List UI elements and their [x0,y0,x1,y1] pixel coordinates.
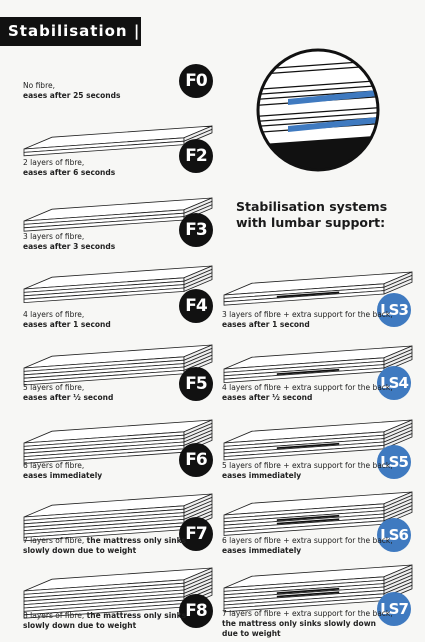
mattress-stack [223,271,413,306]
caption-f3: 3 layers of fibre,eases after 3 seconds [23,232,116,251]
caption-ls5: 5 layers of fibre + extra support for th… [222,461,393,480]
mattress-stack [223,419,413,461]
mattress-f5 [22,343,216,391]
badge-ls7: LS7 [377,592,411,626]
badge-f6: F6 [179,443,213,477]
mattress-stack [23,125,213,157]
badge-ls6: LS6 [377,518,411,552]
caption-f6: 6 layers of fibre,eases immediately [23,461,103,480]
badge-f5: F5 [179,367,213,401]
lumbar-support-heading: Stabilisation systems with lumbar suppor… [236,199,388,230]
mattress-ls7 [222,563,416,618]
caption-f5: 5 layers of fibre,eases after ½ second [23,383,114,402]
zoom-detail-illustration [256,48,380,172]
mattress-stack [23,197,213,232]
mattress-ls5 [222,418,416,466]
caption-ls3: 3 layers of fibre + extra support for th… [222,310,393,329]
caption-ls6: 6 layers of fibre + extra support for th… [222,536,393,555]
badge-ls5: LS5 [377,445,411,479]
mattress-stack [23,265,213,304]
badge-ls4: LS4 [377,366,411,400]
caption-f4: 4 layers of fibre,eases after 1 second [23,310,111,329]
badge-f7: F7 [179,517,213,551]
mattress-stack [223,564,413,613]
mattress-stack [23,419,213,464]
mattress-stack [23,567,213,619]
caption-ls7: 7 layers of fibre + extra support for th… [222,609,393,638]
badge-ls3: LS3 [377,293,411,327]
caption-f0: No fibre,eases after 25 seconds [23,81,121,100]
mattress-f3 [22,196,216,237]
mattress-stack [223,491,413,536]
mattress-f8 [22,566,216,624]
badge-f2: F2 [179,139,213,173]
mattress-ls6 [222,490,416,541]
badge-f0: F0 [179,64,213,98]
badge-f3: F3 [179,213,213,247]
caption-f8: 8 layers of fibre, the mattress only sin… [23,611,187,630]
badge-f8: F8 [179,594,213,628]
badge-f4: F4 [179,289,213,323]
page-title: Stabilisation | [0,17,141,46]
caption-f7: 7 layers of fibre, the mattress only sin… [23,536,187,555]
mattress-ls3 [222,270,416,311]
mattress-f4 [22,264,216,309]
caption-f2: 2 layers of fibre,eases after 6 seconds [23,158,116,177]
mattress-f2 [22,124,216,162]
mattress-stack [23,344,213,386]
caption-ls4: 4 layers of fibre + extra support for th… [222,383,393,402]
mattress-f6 [22,418,216,469]
